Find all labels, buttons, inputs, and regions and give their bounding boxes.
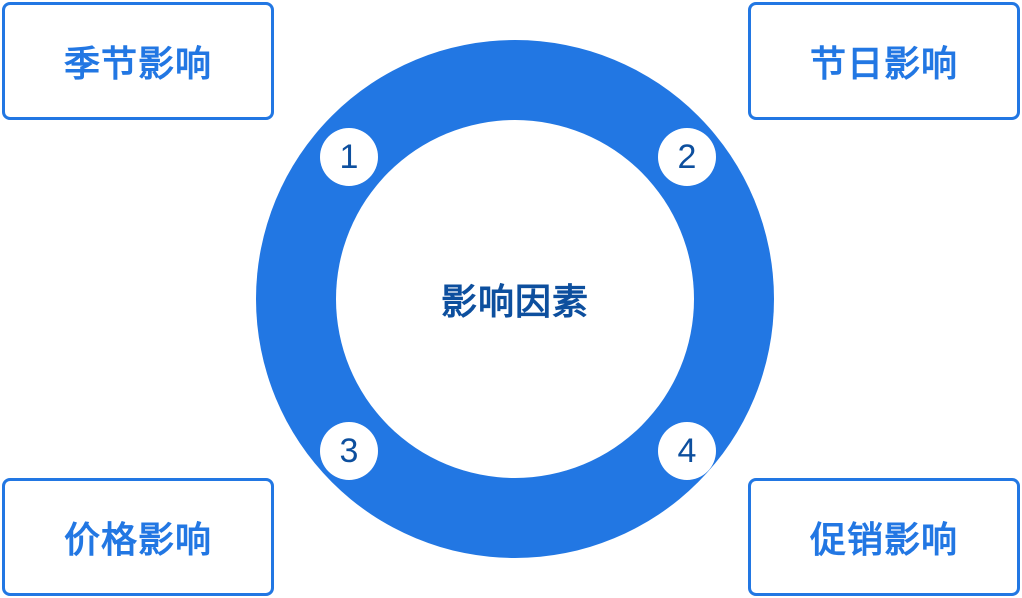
factor-box-holiday: 节日影响: [748, 2, 1020, 120]
factor-label-promotion: 促销影响: [809, 520, 958, 561]
factor-box-seasonal: 季节影响: [2, 2, 274, 120]
ring-center: 影响因素: [336, 120, 694, 478]
factor-box-price: 价格影响: [2, 478, 274, 596]
number-badge-1: 1: [320, 128, 378, 186]
number-badge-3: 3: [320, 422, 378, 480]
factor-label-price: 价格影响: [63, 520, 212, 561]
number-badge-2: 2: [658, 128, 716, 186]
factor-label-seasonal: 季节影响: [63, 44, 212, 85]
number-badge-4: 4: [658, 422, 716, 480]
center-title: 影响因素: [440, 282, 589, 323]
factor-label-holiday: 节日影响: [809, 44, 958, 85]
factor-box-promotion: 促销影响: [748, 478, 1020, 596]
